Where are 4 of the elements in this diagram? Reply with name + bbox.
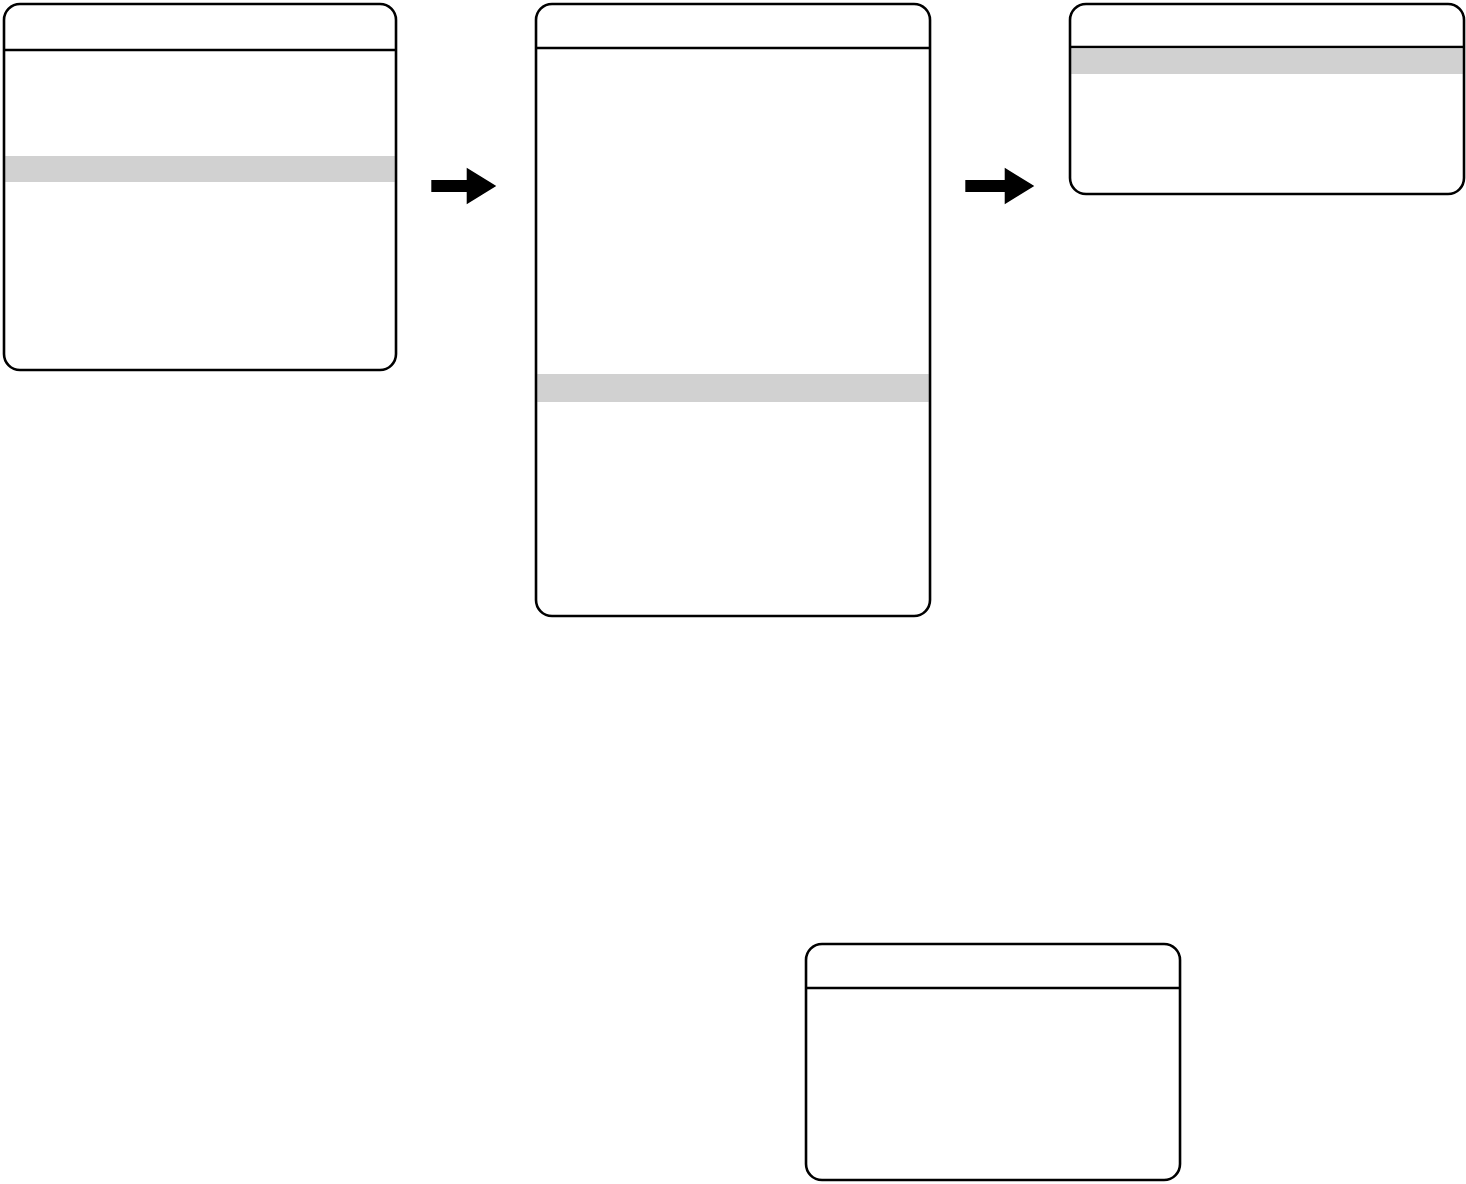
- menu-screen: [534, 2, 932, 618]
- menu-screen: [1068, 2, 1466, 196]
- menu-screen: [804, 942, 1182, 1182]
- menu-screen: [2, 2, 398, 372]
